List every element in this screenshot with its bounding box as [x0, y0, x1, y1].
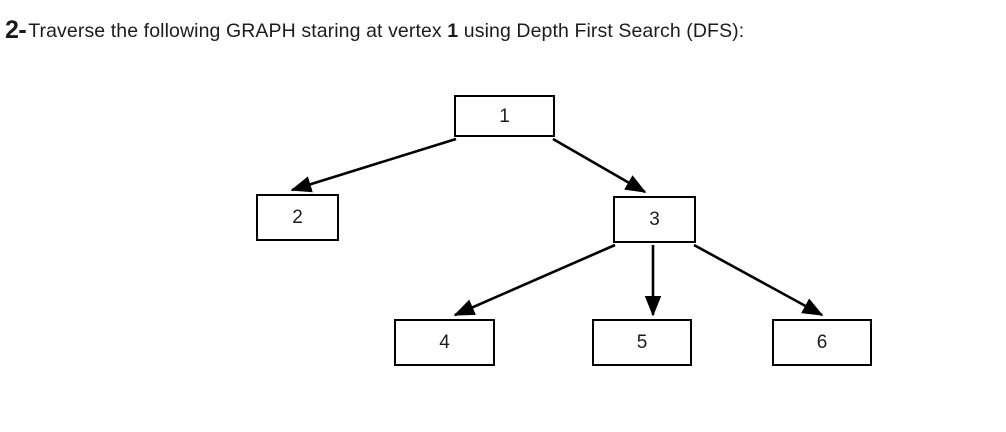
- question-number: 2-: [5, 16, 27, 44]
- graph-node-4-label: 4: [439, 332, 450, 353]
- graph-node-1-label: 1: [499, 105, 510, 127]
- question-bold-vertex: 1: [447, 20, 459, 42]
- graph-node-2-label: 2: [292, 207, 303, 228]
- graph-node-3-label: 3: [649, 209, 660, 230]
- graph-node-5: 5: [592, 319, 692, 366]
- edge-1-to-2: [290, 137, 457, 193]
- graph-node-2: 2: [256, 194, 339, 241]
- graph-node-6-label: 6: [816, 332, 828, 353]
- graph-node-4: 4: [394, 319, 495, 366]
- graph-node-3: 3: [613, 196, 696, 243]
- graph-node-6: 6: [772, 319, 872, 366]
- question-text-after: using Depth First Search (DFS):: [458, 20, 745, 42]
- graph-node-5-label: 5: [636, 332, 648, 353]
- edge-3-to-4: [453, 243, 616, 317]
- edge-1-to-3: [552, 137, 647, 194]
- graph-node-1: 1: [454, 95, 555, 137]
- question-text-before: Traverse the following GRAPH staring at …: [28, 20, 448, 42]
- edge-3-to-6: [693, 243, 824, 317]
- question-text: 2-Traverse the following GRAPH staring a…: [5, 16, 935, 46]
